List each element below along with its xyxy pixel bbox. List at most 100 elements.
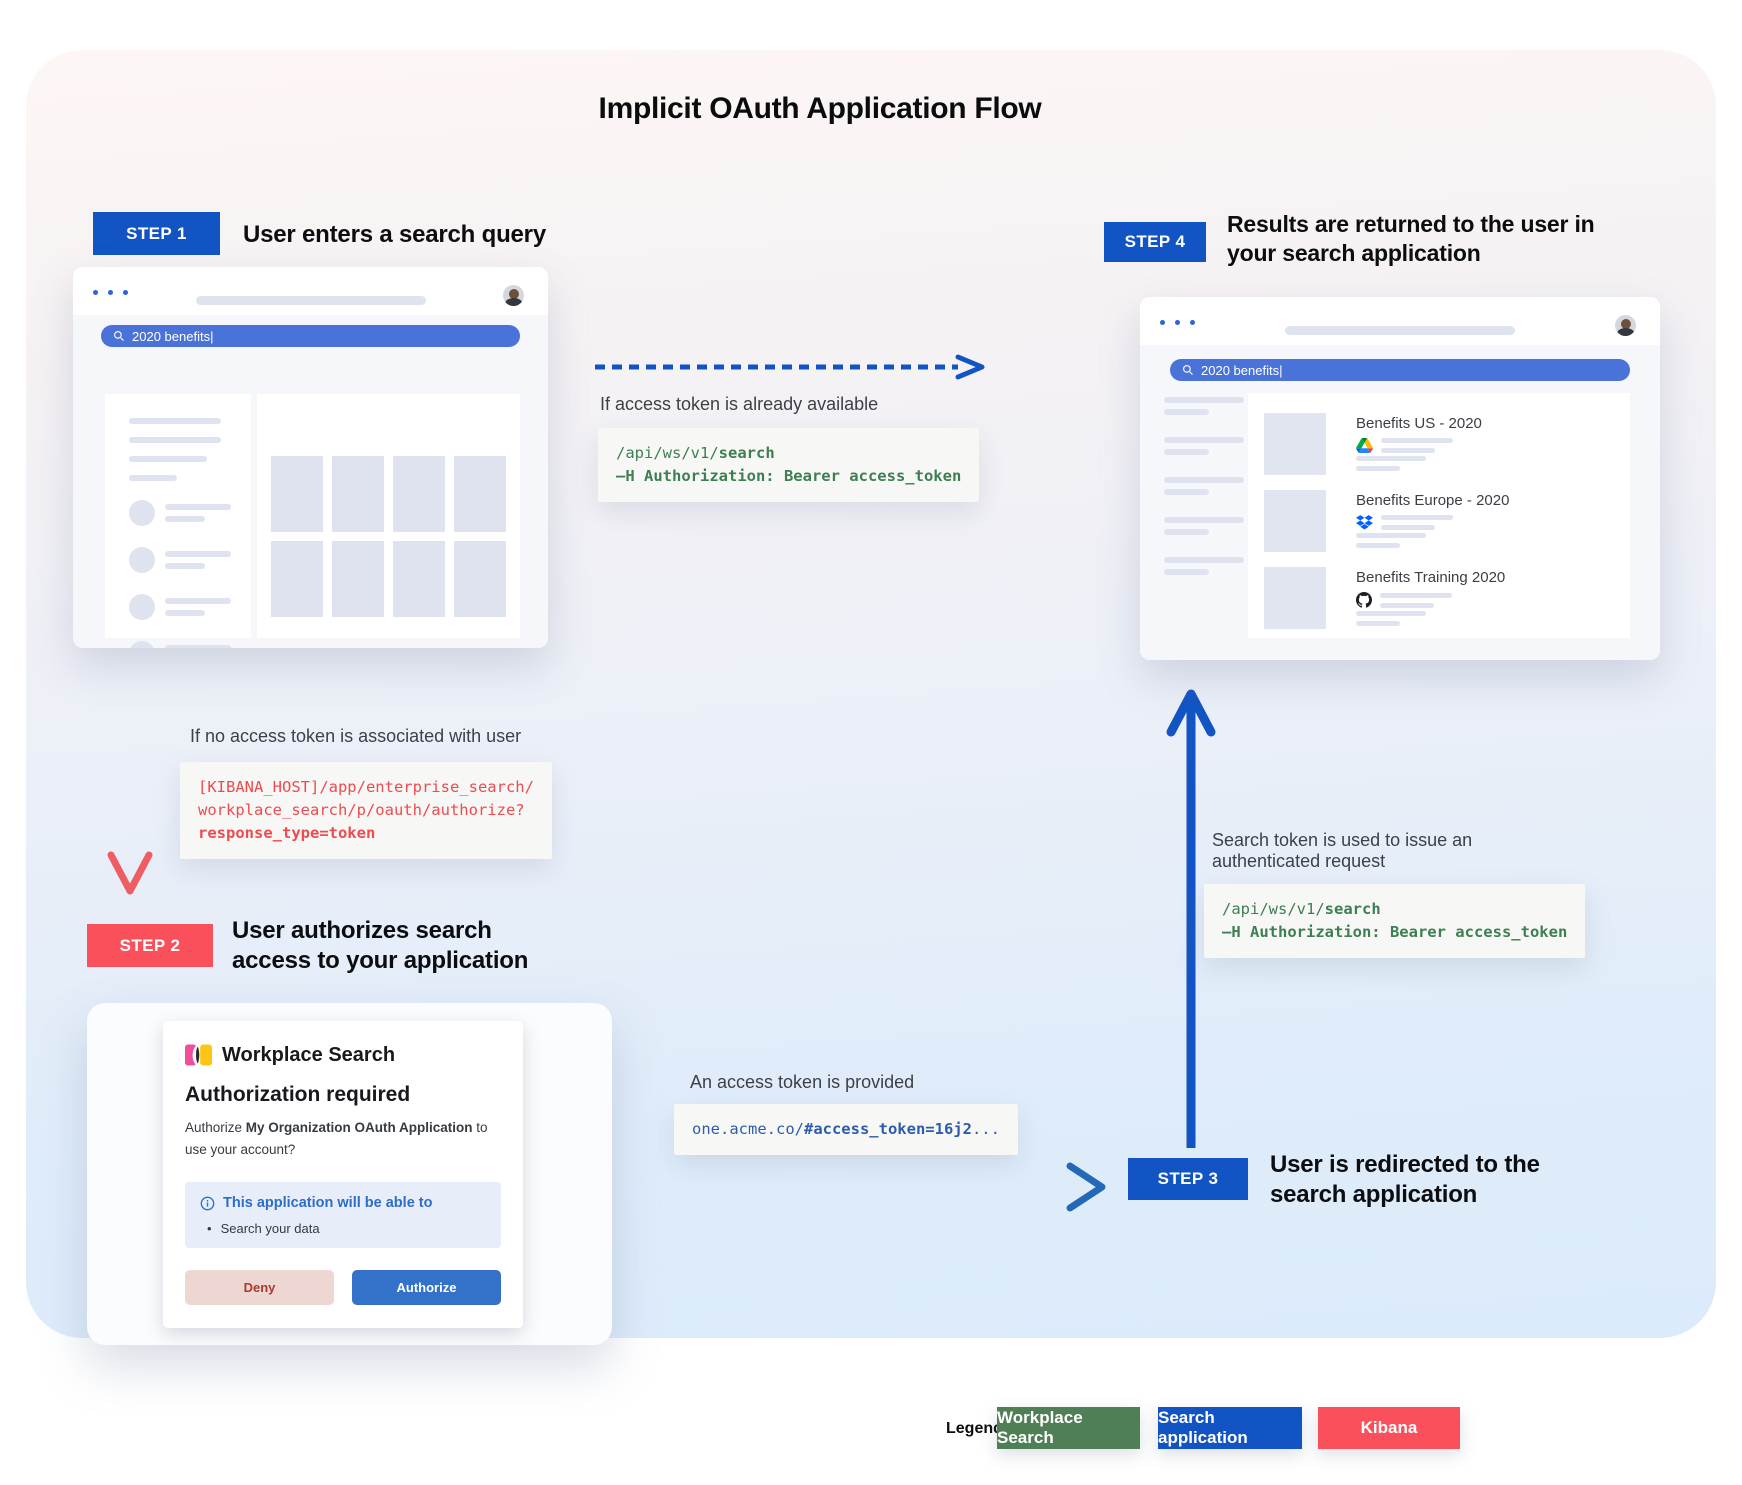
legend-label: Legend bbox=[946, 1420, 1003, 1437]
dialog-body: Authorize My Organization OAuth Applicat… bbox=[185, 1117, 501, 1160]
sidebar-placeholder-bars bbox=[1164, 397, 1244, 597]
step3-badge: STEP 3 bbox=[1128, 1158, 1248, 1200]
legend-search-application: Search application bbox=[1158, 1407, 1302, 1449]
code-search-api: /api/ws/v1/search –H Authorization: Bear… bbox=[598, 428, 980, 502]
placeholder-list-item bbox=[129, 500, 231, 528]
dropbox-icon bbox=[1356, 515, 1373, 530]
placeholder-bar bbox=[1356, 533, 1426, 538]
dialog-info-title: This application will be able to bbox=[223, 1195, 433, 1212]
placeholder-list-item bbox=[129, 641, 231, 648]
search-icon bbox=[113, 330, 124, 341]
placeholder-bar bbox=[129, 418, 221, 424]
url-bar-placeholder bbox=[195, 296, 426, 305]
step2-badge-label: STEP 2 bbox=[119, 935, 181, 955]
code-text: /api/ws/v1/ bbox=[1222, 900, 1325, 918]
result-thumbnail bbox=[1264, 567, 1326, 629]
note-token-provided: An access token is provided bbox=[690, 1072, 915, 1092]
dialog-permissions-panel: This application will be able to Search … bbox=[185, 1182, 501, 1249]
result-title: Benefits Training 2020 bbox=[1356, 569, 1506, 586]
browser-dots bbox=[93, 290, 128, 295]
search-input[interactable]: 2020 benefits| bbox=[101, 325, 520, 347]
code-text-bold: search bbox=[718, 444, 775, 462]
placeholder-bar bbox=[1356, 621, 1400, 626]
github-icon bbox=[1356, 592, 1372, 608]
code-search-api-2: /api/ws/v1/search –H Authorization: Bear… bbox=[1204, 884, 1586, 958]
dialog-permission-item: Search your data bbox=[200, 1221, 486, 1236]
note-line: Search token is used to issue an bbox=[1212, 830, 1473, 850]
code-text: [KIBANA_HOST]/app/enterprise_search/ bbox=[198, 778, 534, 796]
note-token-available: If access token is already available bbox=[600, 394, 879, 414]
placeholder-bar bbox=[129, 437, 221, 443]
step1-heading: User enters a search query bbox=[243, 221, 546, 248]
placeholder-bar bbox=[129, 475, 177, 481]
placeholder-bar bbox=[1356, 611, 1426, 616]
placeholder-list-item bbox=[129, 594, 231, 622]
result-thumbnail bbox=[1264, 490, 1326, 552]
search-results-panel: Benefits US - 2020 bbox=[1248, 393, 1630, 638]
legend-kibana: Kibana bbox=[1318, 1407, 1460, 1449]
code-text: workplace_search/p/oauth/authorize? bbox=[198, 801, 525, 819]
search-input[interactable]: 2020 benefits| bbox=[1170, 359, 1630, 381]
placeholder-list-item bbox=[129, 547, 231, 575]
step3-heading: User is redirected to the search applica… bbox=[1270, 1151, 1540, 1209]
placeholder-bar bbox=[1356, 456, 1426, 461]
step2-badge: STEP 2 bbox=[87, 924, 213, 967]
arrow-no-token bbox=[107, 648, 153, 895]
code-text-bold: –H Authorization: Bearer access_token bbox=[1222, 923, 1568, 941]
note-token-used: Search token is used to issue an authent… bbox=[1212, 830, 1572, 872]
search-icon bbox=[1182, 364, 1193, 375]
browser1-body: 2020 benefits| bbox=[73, 315, 548, 648]
code-text-bold: response_type=token bbox=[198, 824, 376, 842]
authorize-button[interactable]: Authorize bbox=[352, 1270, 501, 1306]
arrow-authenticated-request bbox=[1166, 689, 1216, 1148]
search-result-row: Benefits US - 2020 bbox=[1264, 413, 1630, 477]
workplace-search-logo bbox=[185, 1044, 212, 1066]
url-bar-placeholder bbox=[1285, 326, 1515, 335]
arrow-token-available bbox=[595, 354, 985, 380]
google-drive-icon bbox=[1356, 438, 1373, 453]
browser2-titlebar bbox=[1140, 297, 1660, 345]
info-icon bbox=[200, 1196, 215, 1211]
legend-workplace-search: Workplace Search bbox=[997, 1407, 1140, 1449]
result-title: Benefits Europe - 2020 bbox=[1356, 492, 1510, 509]
content-placeholder-panel bbox=[257, 394, 520, 638]
code-redirect-url: one.acme.co/#access_token=16j2... bbox=[674, 1104, 1018, 1155]
page-title: Implicit OAuth Application Flow bbox=[598, 92, 1042, 125]
result-thumbnail bbox=[1264, 413, 1326, 475]
code-text: ... bbox=[971, 1120, 1000, 1138]
code-text: one.acme.co/ bbox=[692, 1120, 804, 1138]
step1-badge-label: STEP 1 bbox=[126, 223, 187, 243]
authorization-dialog: Workplace Search Authorization required … bbox=[163, 1021, 523, 1328]
browser-dots bbox=[1160, 320, 1195, 325]
dialog-body-pre: Authorize bbox=[185, 1120, 246, 1135]
dialog-body-post: to use your account? bbox=[185, 1120, 488, 1157]
dialog-app-name: Workplace Search bbox=[222, 1043, 396, 1066]
step2-heading: User authorizes search access to your ap… bbox=[232, 917, 529, 975]
note-line: authenticated request bbox=[1212, 851, 1386, 871]
search-result-row: Benefits Training 2020 bbox=[1264, 567, 1630, 631]
search-query-text: 2020 benefits| bbox=[132, 328, 214, 344]
step3-badge-label: STEP 3 bbox=[1157, 1169, 1219, 1188]
step4-heading: Results are returned to the user in your… bbox=[1227, 211, 1595, 267]
browser2-body: 2020 benefits| Benefits US - 2020 bbox=[1140, 345, 1660, 660]
code-text: /api/ws/v1/ bbox=[616, 444, 719, 462]
placeholder-bar bbox=[1356, 543, 1400, 548]
code-text-bold: search bbox=[1324, 900, 1381, 918]
placeholder-bar bbox=[1356, 466, 1400, 471]
code-authorize-url: [KIBANA_HOST]/app/enterprise_search/ wor… bbox=[180, 762, 552, 859]
browser-window-step4: 2020 benefits| Benefits US - 2020 bbox=[1140, 297, 1660, 660]
placeholder-bar bbox=[129, 456, 207, 462]
sidebar-placeholder-panel bbox=[105, 394, 251, 648]
placeholder-grid bbox=[271, 456, 506, 617]
step4-badge: STEP 4 bbox=[1104, 222, 1206, 262]
code-text-bold: #access_token=16j2 bbox=[803, 1120, 972, 1138]
search-query-text: 2020 benefits| bbox=[1201, 362, 1283, 378]
search-result-row: Benefits Europe - 2020 bbox=[1264, 490, 1630, 554]
deny-button[interactable]: Deny bbox=[185, 1270, 334, 1306]
browser-window-step1: 2020 benefits| bbox=[73, 267, 548, 648]
result-title: Benefits US - 2020 bbox=[1356, 415, 1482, 432]
dialog-app-bold: My Organization OAuth Application bbox=[245, 1120, 473, 1135]
code-text-bold: –H Authorization: Bearer access_token bbox=[616, 467, 962, 485]
step4-badge-label: STEP 4 bbox=[1124, 232, 1186, 251]
